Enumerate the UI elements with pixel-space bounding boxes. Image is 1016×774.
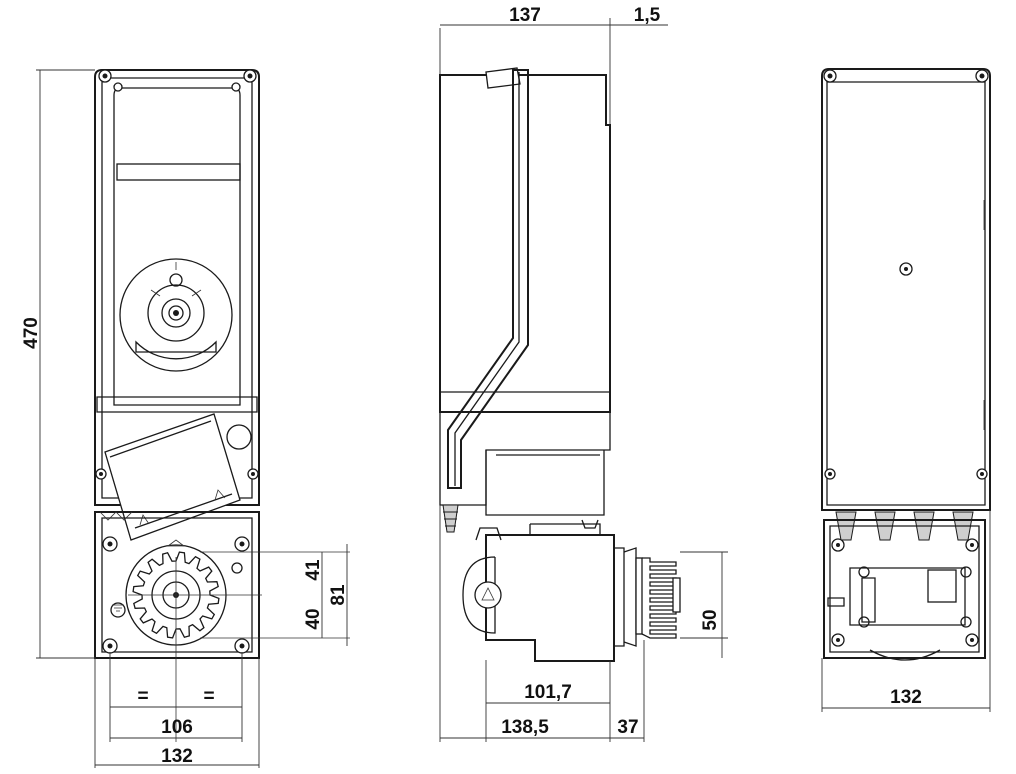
dim-gear-81: 81 (328, 584, 349, 606)
front-view: 470 132 106 = = 41 40 81 (21, 69, 350, 768)
dim-width-132: 132 (161, 746, 193, 767)
dim-width-106: 106 (161, 717, 193, 738)
dim-total-138-5: 138,5 (501, 717, 549, 738)
dim-height-470: 470 (21, 317, 42, 349)
dim-offset-1-5: 1,5 (634, 5, 661, 26)
dim-equal-right: = (203, 686, 214, 707)
dim-equal-left: = (137, 686, 148, 707)
rear-view: 132 (821, 68, 991, 712)
dim-gear-50: 50 (700, 609, 721, 630)
dim-rear-width-132: 132 (890, 687, 922, 708)
dim-depth-137: 137 (509, 5, 541, 26)
dim-base-101-7: 101,7 (524, 682, 572, 703)
dim-gear-37: 37 (617, 717, 638, 738)
dim-gear-40: 40 (303, 608, 324, 629)
dim-gear-41: 41 (303, 559, 324, 581)
side-view: 137 1,5 101,7 138,5 (439, 5, 728, 742)
